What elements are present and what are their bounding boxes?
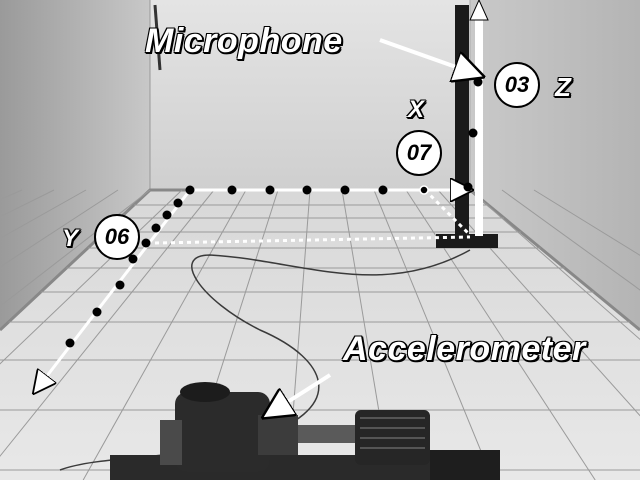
back-wall (150, 0, 470, 190)
measurement-point (473, 77, 483, 87)
point-07-badge: 07 (396, 130, 442, 176)
measurement-point (340, 185, 350, 195)
tiled-floor (0, 190, 640, 480)
measurement-point (173, 198, 183, 208)
y-axis-arrow (40, 189, 192, 385)
measurement-point (141, 238, 151, 248)
measurement-point (128, 254, 138, 264)
measurement-point (378, 185, 388, 195)
axis-y-label: Y (62, 225, 79, 252)
measurement-point (468, 128, 478, 138)
measurement-point (92, 307, 102, 317)
measurement-point (151, 223, 161, 233)
accelerometer-pointer (275, 373, 332, 410)
point-03-badge: 03 (494, 62, 540, 108)
measurement-point (419, 185, 429, 195)
measurement-point (463, 182, 473, 192)
microphone-label: Microphone (145, 22, 343, 60)
x-projection-line (423, 188, 472, 237)
point-06-badge: 06 (94, 214, 140, 260)
left-wall (0, 0, 150, 330)
measurement-point (162, 210, 172, 220)
axis-x-label: X (408, 96, 425, 123)
measurement-point (227, 185, 237, 195)
microphone-pointer (379, 38, 470, 72)
measurement-point (115, 280, 125, 290)
pump-motor-assembly (110, 382, 500, 480)
accelerometer-label: Accelerometer (343, 330, 586, 368)
measurement-point (65, 338, 75, 348)
measurement-point (302, 185, 312, 195)
measurement-point (185, 185, 195, 195)
axis-z-label: Z (555, 72, 572, 102)
measurement-point (265, 185, 275, 195)
